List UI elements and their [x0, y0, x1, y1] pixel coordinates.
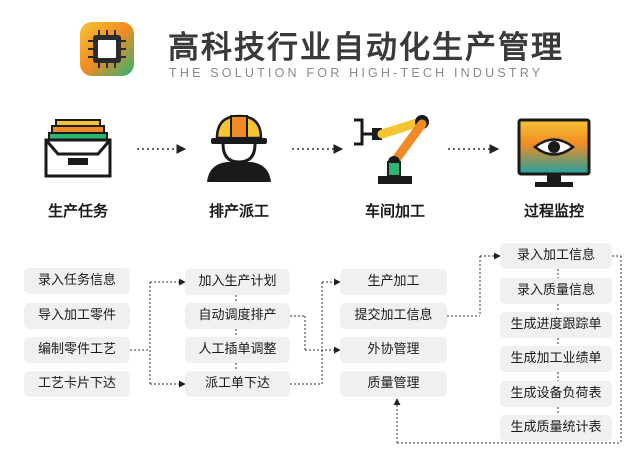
monitor-item-record-info: 录入加工信息: [500, 243, 612, 269]
dispatch-item-manual-insert: 人工插单调整: [185, 337, 290, 363]
monitor-item-quality-stats: 生成质量统计表: [500, 415, 612, 441]
file-tray-icon: [44, 119, 112, 178]
task-item-import: 导入加工零件: [24, 303, 130, 329]
stage-label-monitor: 过程监控: [523, 202, 584, 220]
monitor-item-progress: 生成进度跟踪单: [500, 312, 612, 338]
dispatch-item-work-order: 派工单下达: [185, 371, 290, 397]
dispatch-item-auto-schedule: 自动调度排产: [185, 303, 290, 329]
process-item-quality: 质量管理: [340, 371, 447, 397]
monitor-eye-icon: [517, 118, 591, 187]
process-item-outsourcing: 外协管理: [340, 337, 447, 363]
monitor-item-performance: 生成加工业绩单: [500, 346, 612, 372]
task-item-process-plan: 编制零件工艺: [24, 337, 130, 363]
page-title: 高科技行业自动化生产管理: [168, 30, 564, 66]
task-item-card-issue: 工艺卡片下达: [24, 371, 130, 397]
task-item-record: 录入任务信息: [24, 268, 130, 294]
chip-icon: [80, 22, 134, 76]
stage-label-dispatch: 排产派工: [208, 202, 269, 220]
stage-label-process: 车间加工: [364, 202, 425, 220]
page-subtitle: THE SOLUTION FOR HIGH-TECH INDUSTRY: [169, 66, 544, 80]
process-item-production: 生产加工: [340, 269, 447, 295]
worker-hardhat-icon: [207, 114, 271, 182]
monitor-item-equipment-load: 生成设备负荷表: [500, 381, 612, 407]
dispatch-item-plan: 加入生产计划: [185, 269, 290, 295]
monitor-item-record-quality: 录入质量信息: [500, 278, 612, 304]
robot-arm-icon: [354, 115, 429, 184]
stage-label-task: 生产任务: [47, 202, 108, 220]
process-item-submit-info: 提交加工信息: [340, 303, 447, 329]
